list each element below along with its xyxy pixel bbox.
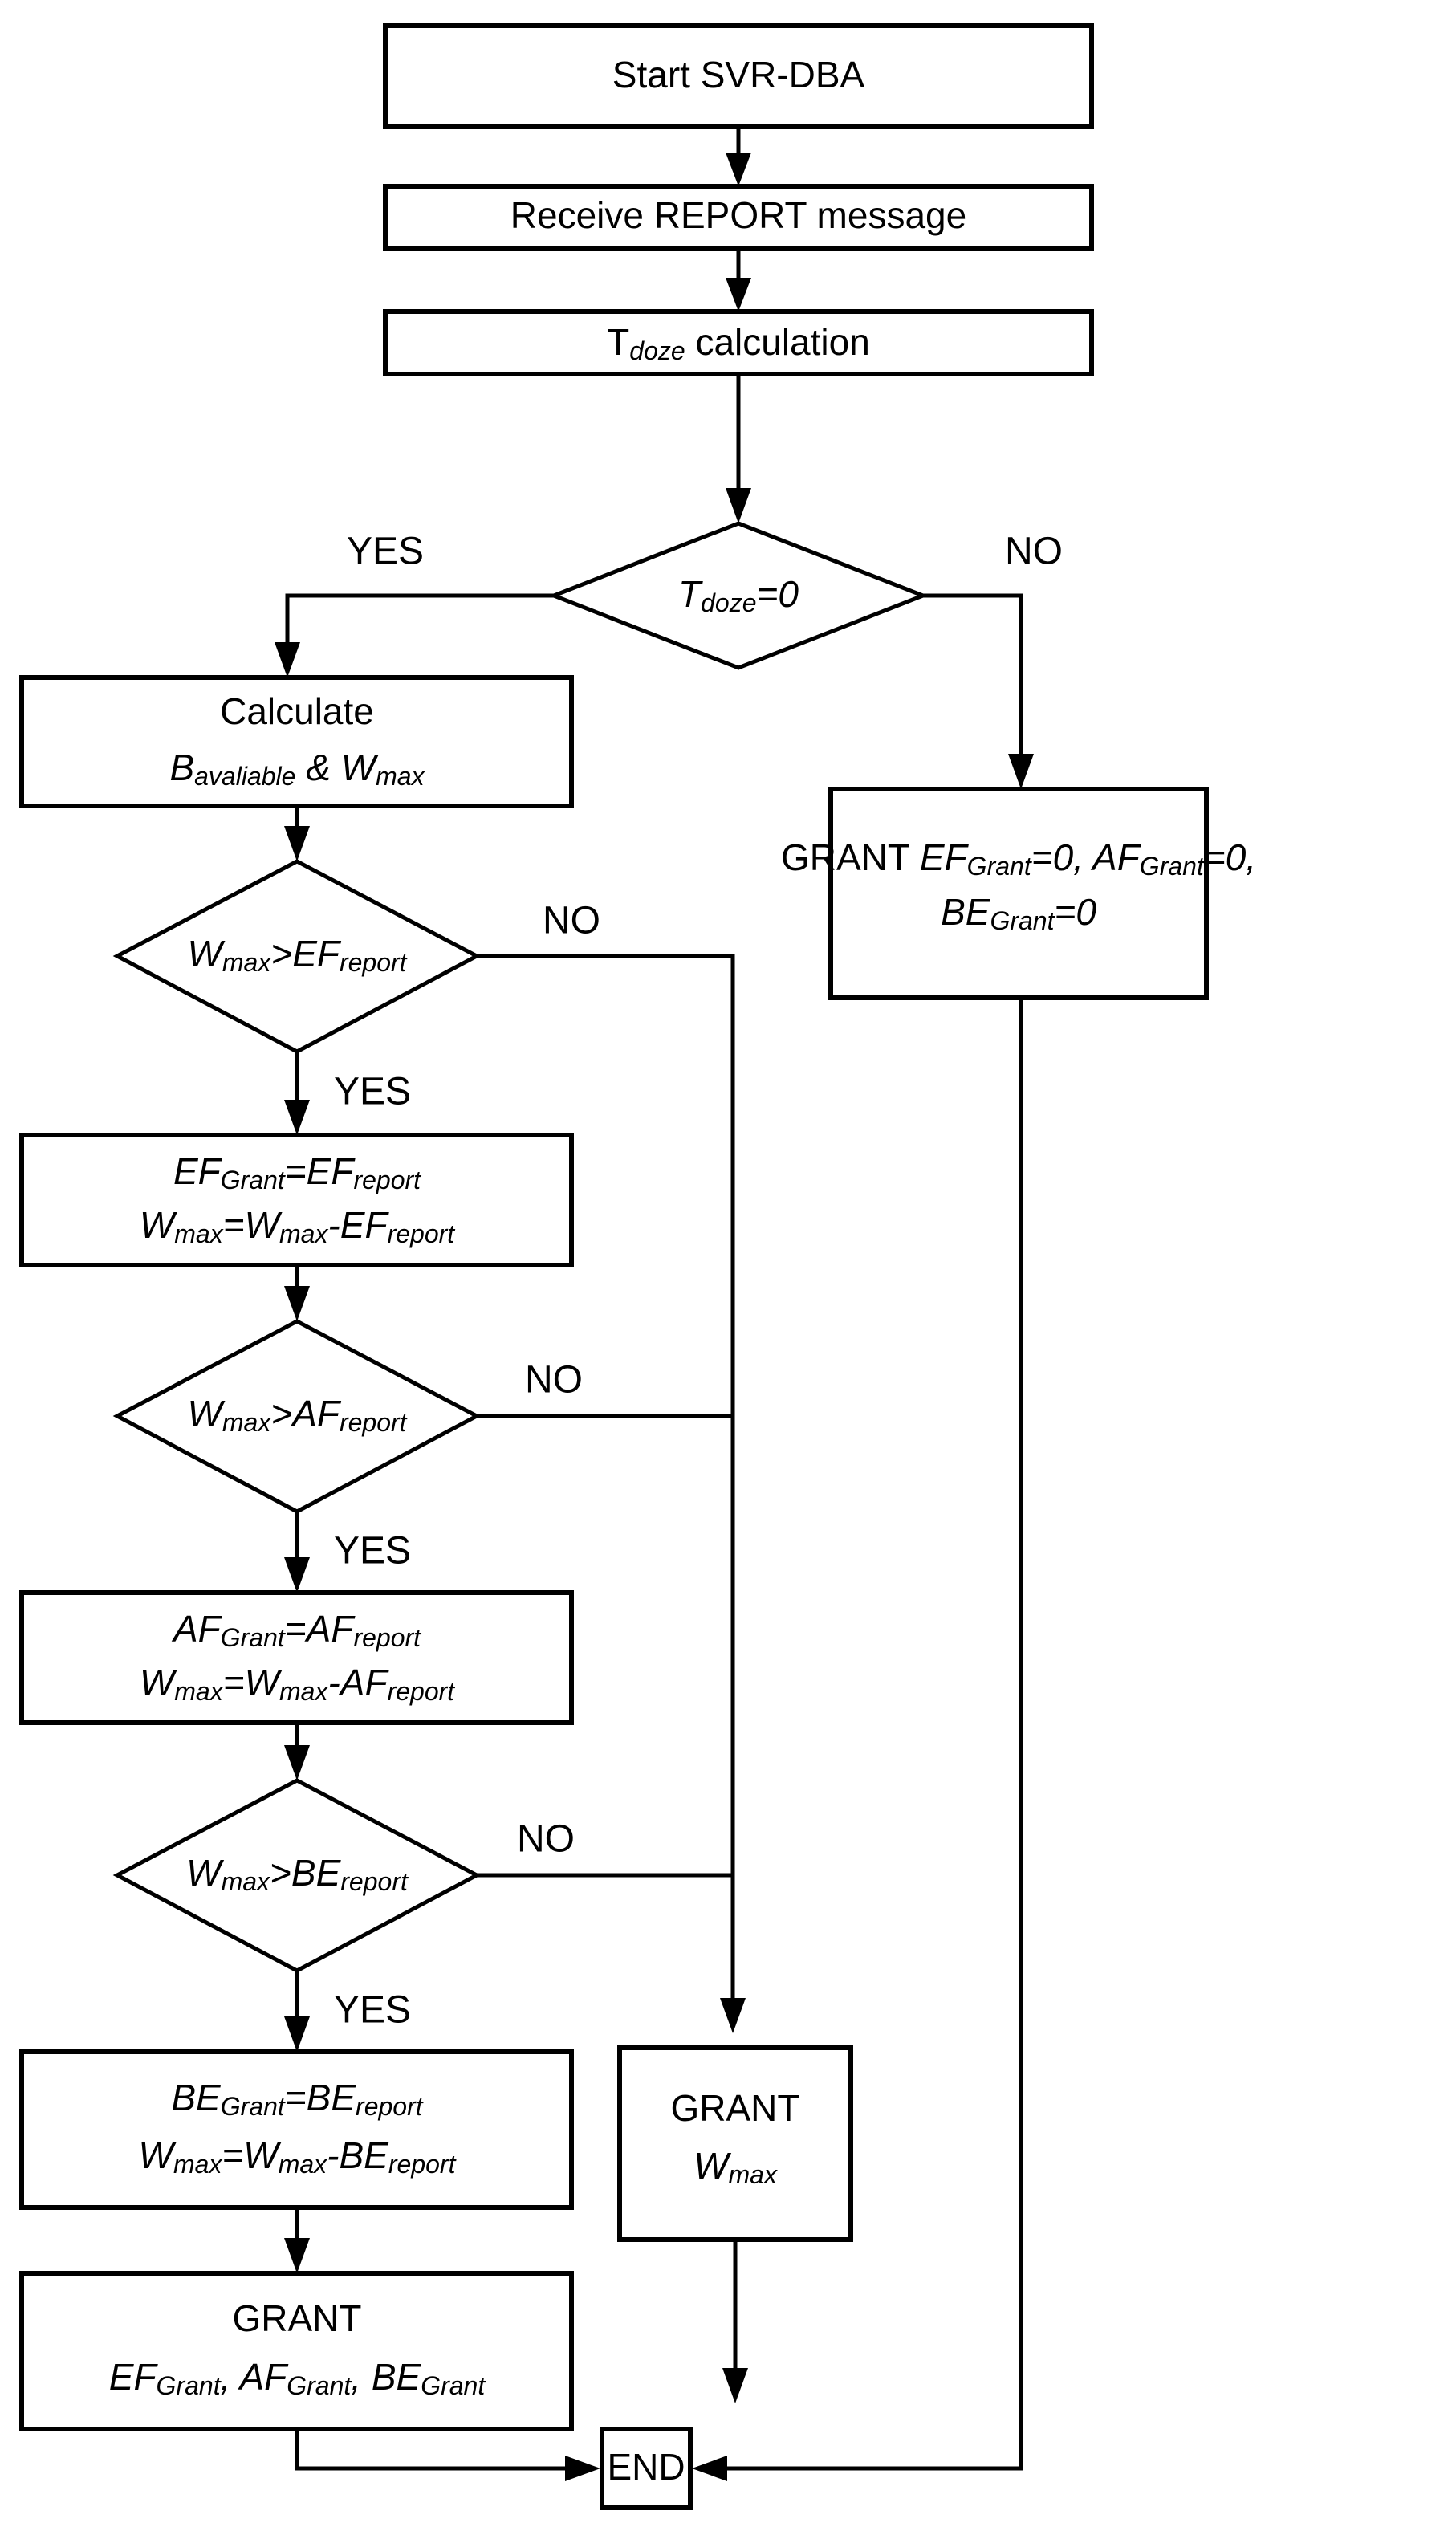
arrowhead-assignef-to-af <box>284 1286 310 1321</box>
node-grant-zero-line2: BEGrant=0 <box>941 891 1096 935</box>
node-decision-ef-label: Wmax>EFreport <box>187 933 407 977</box>
node-grant-zero[interactable] <box>828 787 1209 1000</box>
edge-grantzero-to-end <box>722 998 1023 2471</box>
node-assign-ef[interactable] <box>19 1133 574 1268</box>
arrowhead-ef-yes <box>284 1100 310 1135</box>
node-calculate-line1: Calculate <box>220 690 374 732</box>
arrowhead-grantzero-to-end <box>692 2456 727 2481</box>
node-assign-af-line2: Wmax=Wmax-AFreport <box>140 1662 455 1706</box>
arrowhead-tdoze-yes <box>275 642 300 677</box>
arrowhead-af-yes <box>284 1557 310 1593</box>
connectors-layer <box>275 127 1034 2481</box>
edge-label-af-yes: YES <box>334 1530 411 1573</box>
node-calculate-line2: Bavaliable & Wmax <box>169 747 425 791</box>
node-decision-af-label: Wmax>AFreport <box>187 1393 407 1437</box>
edge-label-tdoze-no: NO <box>1005 531 1063 573</box>
arrowhead-receive-to-tdoze <box>726 278 751 311</box>
node-tdoze-calculation-label: Tdoze calculation <box>607 321 870 365</box>
node-grant-zero-line1: GRANT EFGrant=0, AFGrant=0, <box>781 836 1256 881</box>
edge-label-tdoze-yes: YES <box>347 531 424 573</box>
arrowhead-calculate-to-ef <box>284 826 310 861</box>
node-grant-all-line1: GRANT <box>233 2297 362 2339</box>
node-receive-report-label: Receive REPORT message <box>510 194 966 236</box>
node-tdoze-calculation[interactable] <box>383 309 1094 376</box>
node-calculate[interactable] <box>19 675 574 808</box>
node-grant-wmax[interactable] <box>617 2045 853 2242</box>
node-assign-be[interactable] <box>19 2049 574 2210</box>
edge-label-be-no: NO <box>517 1818 575 1861</box>
node-decision-be-label: Wmax>BEreport <box>186 1852 409 1896</box>
arrowhead-tdoze-to-decision <box>726 488 751 523</box>
edge-ef-no-to-bus <box>477 954 735 2007</box>
node-grant-wmax-line2: Wmax <box>693 2145 778 2189</box>
arrowhead-tdoze-no <box>1008 754 1034 789</box>
arrowhead-be-yes <box>284 2016 310 2052</box>
node-assign-be-line1: BEGrant=BEreport <box>171 2077 423 2121</box>
arrowhead-grantwmax-to-end <box>722 2368 748 2403</box>
node-receive-report[interactable] <box>383 184 1094 251</box>
node-start[interactable] <box>383 23 1094 129</box>
node-grant-wmax-line1: GRANT <box>671 2087 800 2129</box>
edge-label-ef-yes: YES <box>334 1071 411 1113</box>
node-decision-be[interactable] <box>112 1778 482 1973</box>
edge-tdoze-yes-to-calculate <box>285 593 554 652</box>
node-assign-be-line2: Wmax=Wmax-BEreport <box>139 2134 457 2179</box>
edge-label-af-no: NO <box>525 1359 583 1402</box>
node-assign-af-line1: AFGrant=AFreport <box>171 1608 421 1652</box>
node-decision-af[interactable] <box>112 1319 482 1514</box>
edge-grantall-to-end <box>295 2429 571 2471</box>
edge-tdoze-no-to-grantzero <box>923 593 1023 763</box>
arrowhead-grantall-to-end <box>565 2456 600 2481</box>
edge-label-be-yes: YES <box>334 1989 411 2032</box>
shapes-layer: Start SVR-DBA Receive REPORT message Tdo… <box>19 23 1256 2510</box>
node-decision-tdoze-label: Tdoze=0 <box>678 573 799 617</box>
node-grant-all-line2: EFGrant, AFGrant, BEGrant <box>109 2356 486 2400</box>
arrowhead-start-to-receive <box>726 153 751 186</box>
node-assign-ef-line1: EFGrant=EFreport <box>173 1150 421 1194</box>
arrowhead-assignbe-to-grantall <box>284 2238 310 2273</box>
node-end-label: END <box>607 2446 685 2488</box>
node-assign-af[interactable] <box>19 1590 574 1725</box>
node-end[interactable] <box>600 2427 693 2510</box>
node-assign-ef-line2: Wmax=Wmax-EFreport <box>140 1204 455 1248</box>
node-grant-all[interactable] <box>19 2271 574 2431</box>
edge-label-ef-no: NO <box>543 900 600 942</box>
node-decision-ef[interactable] <box>112 859 482 1054</box>
arrowhead-assignaf-to-be <box>284 1745 310 1780</box>
node-start-label: Start SVR-DBA <box>612 54 865 96</box>
node-decision-tdoze[interactable] <box>548 521 929 670</box>
arrowhead-bus-to-grantwmax <box>720 1998 746 2033</box>
